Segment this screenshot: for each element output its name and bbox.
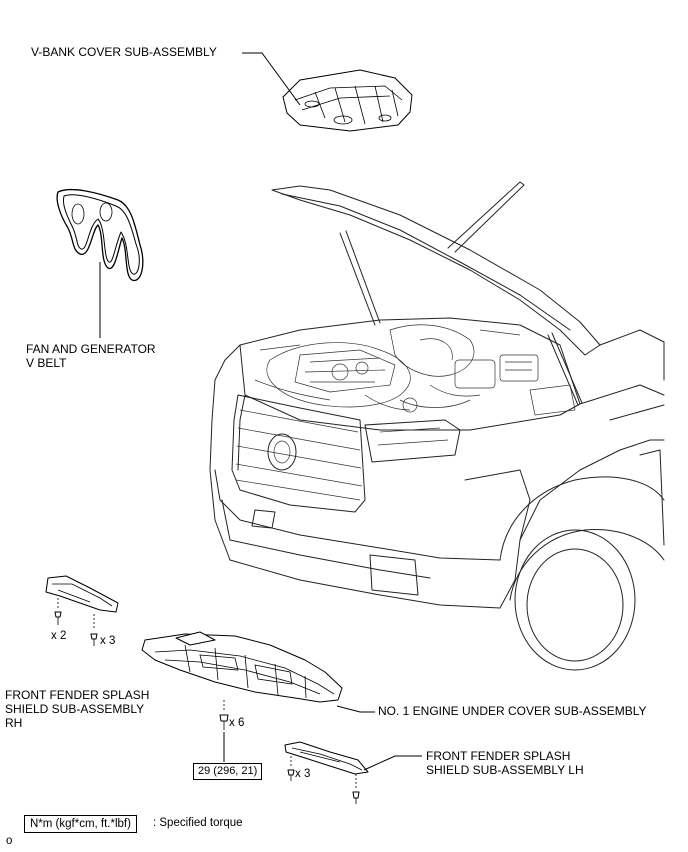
corner-mark: o [6, 835, 13, 847]
engine-under-cover-label: NO. 1 ENGINE UNDER COVER SUB-ASSEMBLY [378, 704, 647, 718]
splash-shield-rh-label: FRONT FENDER SPLASH SHIELD SUB-ASSEMBLY … [5, 688, 150, 730]
vehicle-illustration [209, 181, 665, 671]
under-cover-torque-spec: 29 (296, 21) [193, 763, 263, 780]
rh-clip-quantity-x3: x 3 [100, 635, 116, 647]
splash-shield-lh-illustration [284, 741, 369, 804]
rh-clip-quantity-x2: x 2 [51, 630, 67, 642]
v-bank-cover-label: V-BANK COVER SUB-ASSEMBLY [31, 45, 217, 59]
splash-shield-lh-label: FRONT FENDER SPLASH SHIELD SUB-ASSEMBLY … [426, 749, 584, 777]
v-bank-cover-leader [242, 52, 301, 106]
v-bank-cover-illustration [282, 69, 413, 132]
splash-shield-rh-illustration [45, 575, 119, 646]
v-belt-illustration [56, 188, 144, 281]
splash-lh-leader [363, 755, 422, 771]
under-cover-leader [336, 705, 375, 713]
lh-clip-quantity-x3: x 3 [295, 768, 311, 780]
fan-belt-label: FAN AND GENERATOR V BELT [26, 342, 156, 370]
engine-under-cover-illustration [141, 631, 343, 730]
under-cover-bolt-quantity-x6: x 6 [229, 717, 245, 729]
torque-legend-description: : Specified torque [153, 817, 243, 829]
torque-legend-box: N*m (kgf*cm, ft.*lbf) [24, 815, 137, 833]
